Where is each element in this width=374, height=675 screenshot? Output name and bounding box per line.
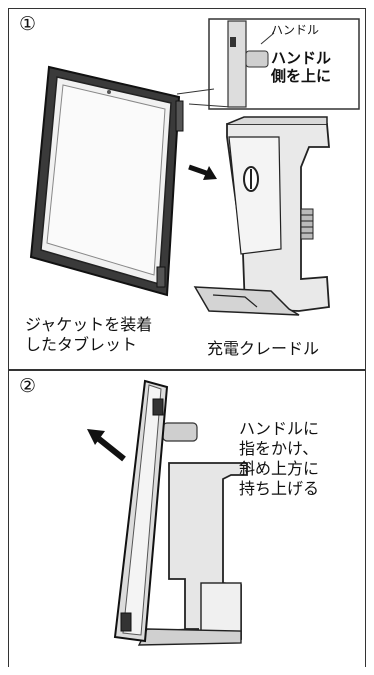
inset-label-handle: ハンドル bbox=[271, 23, 320, 37]
charging-cradle bbox=[193, 116, 330, 316]
arrow-up-left-icon bbox=[87, 429, 126, 462]
handle-rod bbox=[162, 422, 198, 442]
caption-cradle: 充電クレードル bbox=[207, 339, 320, 358]
step2-panel: ② ハンドルに 指をかけ、 斜め上方に 持ち上げる bbox=[8, 370, 366, 667]
callout-line-1 bbox=[176, 88, 215, 95]
tablet-side-view bbox=[113, 379, 169, 643]
inset-label-side-up: ハンドル 側を上に bbox=[271, 49, 332, 85]
inset-handle bbox=[245, 50, 269, 68]
inset-handle-leader bbox=[260, 32, 275, 45]
step2-number: ② bbox=[19, 375, 37, 397]
step1-illustration bbox=[29, 18, 360, 316]
step2-illustration bbox=[87, 379, 248, 646]
arrow-right-icon bbox=[188, 164, 217, 180]
step1-number: ① bbox=[19, 13, 37, 35]
inset-handle-clip bbox=[230, 37, 236, 47]
caption-tablet: ジャケットを装着 したタブレット bbox=[25, 315, 153, 354]
inset-tablet-edge bbox=[227, 20, 247, 108]
step1-panel: ① bbox=[8, 8, 366, 370]
step2-instruction: ハンドルに 指をかけ、 斜め上方に 持ち上げる bbox=[239, 419, 320, 498]
callout-line-2 bbox=[188, 103, 232, 108]
charging-cradle-side bbox=[134, 462, 248, 646]
tablet-with-jacket bbox=[29, 65, 184, 297]
